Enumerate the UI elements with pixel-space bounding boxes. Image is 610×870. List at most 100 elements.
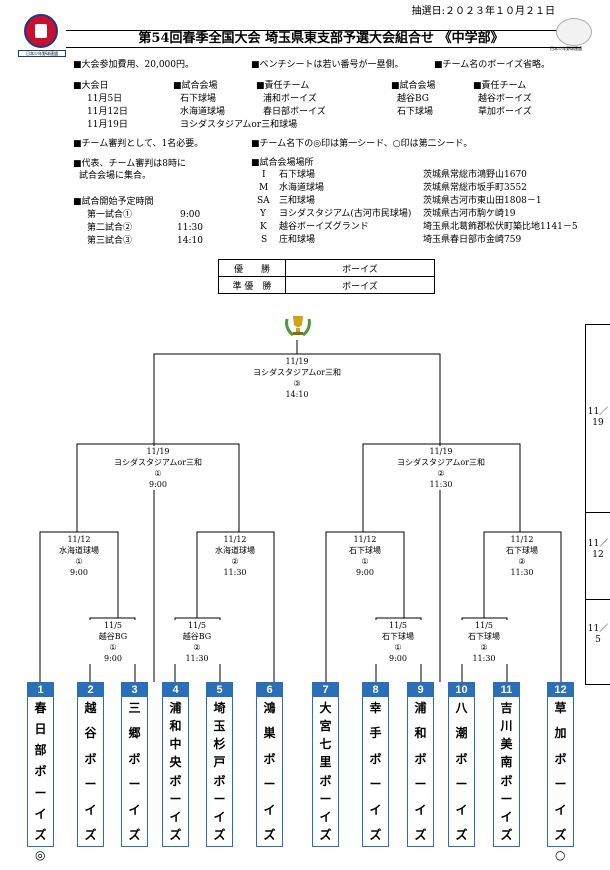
schedule-resp-header: ■責任チーム <box>256 81 310 91</box>
team-name-char: ボ <box>319 773 332 788</box>
match-venue: 越谷BG <box>98 632 128 641</box>
side-date-text: 11／5 <box>587 624 609 645</box>
team-name-char: イ <box>169 809 182 824</box>
schedule-venue: 石下球場 <box>180 94 217 104</box>
team-name-char: ー <box>319 791 332 806</box>
team-name: 幸手ボーイズ <box>363 697 388 842</box>
venue-name: 水海道球場 <box>279 183 325 193</box>
first-round-match-info: 11/5 越谷BG ② 11:30 <box>170 620 224 664</box>
team-name-char: 加 <box>554 726 567 741</box>
schedule-venue2: 石下球場 <box>397 107 434 117</box>
team-name-char: 里 <box>319 755 332 770</box>
match-number: ① <box>75 557 83 566</box>
match-number: ② <box>480 643 488 652</box>
time-label: 第二試合② <box>87 223 133 233</box>
venue-name: ヨシダスタジアム(古河市民球場) <box>279 209 412 219</box>
match-venue: 石下球場 <box>506 546 538 555</box>
match-number: ① <box>154 469 162 478</box>
ball-caption: 日本少年野球連盟 <box>550 46 582 51</box>
team-name-char: 鴻 <box>263 701 276 715</box>
team-name-char: 大 <box>319 701 332 715</box>
match-venue: ヨシダスタジアムor三和 <box>113 458 203 467</box>
team-name-char: 巣 <box>263 726 276 741</box>
venue-code: K <box>260 222 267 232</box>
team-name-char: ボ <box>455 751 468 766</box>
note-umpire: ■チーム審判として、1名必要。 <box>73 139 204 149</box>
team-name-char: イ <box>500 809 513 824</box>
team-name: 三郷ボーイズ <box>122 697 147 842</box>
side-date-text: 11／12 <box>587 539 609 560</box>
team-name-char: 三 <box>128 701 141 715</box>
league-logo-icon <box>24 14 58 48</box>
first-round-match-info: 11/5 石下球場 ① 9:00 <box>371 620 425 664</box>
team-name-char: ー <box>263 777 276 792</box>
first-round-match-info: 11/5 石下球場 ② 11:30 <box>457 620 511 664</box>
match-time: 11:30 <box>429 480 453 489</box>
team-name-char: 玉 <box>213 719 226 734</box>
match-date: 11/5 <box>104 621 122 630</box>
team-name-char: イ <box>213 809 226 824</box>
team-name-char: ボ <box>84 751 97 766</box>
team-name-char: 美 <box>500 737 513 752</box>
team-name-char: 郷 <box>128 726 141 741</box>
side-date-quarter: 11／12 <box>585 512 610 600</box>
match-number: ② <box>231 557 239 566</box>
note-seed: ■チーム名下の◎印は第一シード、○印は第二シード。 <box>251 139 473 149</box>
match-time: 14:10 <box>285 390 309 399</box>
team-name-char: イ <box>319 809 332 824</box>
team-name-char: ー <box>169 791 182 806</box>
team-name: 鴻巣ボーイズ <box>257 697 282 842</box>
match-venue: 越谷BG <box>182 632 212 641</box>
match-number: ② <box>518 557 526 566</box>
times-header: ■試合開始予定時間 <box>73 197 154 207</box>
match-number: ② <box>437 469 445 478</box>
semi-match-info: 11/19 ヨシダスタジアムor三和 ② 11:30 <box>371 446 511 490</box>
team-number: 12 <box>548 683 573 697</box>
schedule-date-header: ■大会日 <box>73 81 109 91</box>
team-name-char: 戸 <box>213 755 226 770</box>
team-name-char: ズ <box>500 827 513 842</box>
results-table: 優 勝 ボーイズ 準 優 勝 ボーイズ <box>218 259 435 294</box>
match-date: 11/12 <box>353 535 377 544</box>
team-name-char: ズ <box>414 827 427 842</box>
match-venue: 石下球場 <box>382 632 414 641</box>
schedule-date: 11月19日 <box>87 120 128 130</box>
venue-code: M <box>259 183 269 193</box>
team-name-char: ボ <box>369 751 382 766</box>
schedule-venue: ヨシダスタジアムor三和球場 <box>180 120 298 130</box>
team-number: 6 <box>257 683 282 697</box>
team-name-char: ボ <box>128 751 141 766</box>
team-name-char: イ <box>414 802 427 817</box>
note-meeting: ■代表、チーム審判は8時に <box>73 159 186 169</box>
team-name-char: ー <box>213 791 226 806</box>
schedule-resp: 浦和ボーイズ <box>263 94 317 104</box>
team-name-char: ズ <box>84 827 97 842</box>
note-bench: ■ベンチシートは若い番号が一塁側。 <box>251 60 404 70</box>
team-name: 埼玉杉戸ボーイズ <box>207 697 232 842</box>
match-number: ① <box>361 557 369 566</box>
semi-match-info: 11/19 ヨシダスタジアムor三和 ① 9:00 <box>88 446 228 490</box>
team-name-char: ー <box>500 791 513 806</box>
team-name-char: ズ <box>263 827 276 842</box>
schedule-resp2-header: ■責任チーム <box>473 81 527 91</box>
time-value: 14:10 <box>177 236 203 246</box>
team-name: 大宮七里ボーイズ <box>313 697 338 842</box>
match-time: 9:00 <box>356 568 374 577</box>
match-date: 11/12 <box>510 535 534 544</box>
match-number: ① <box>109 643 117 652</box>
team-number: 1 <box>28 683 53 697</box>
match-venue: 石下球場 <box>468 632 500 641</box>
team-name: 草加ボーイズ <box>548 697 573 842</box>
venue-name: 石下球場 <box>279 170 316 180</box>
team-name: 浦和中央ボーイズ <box>163 697 188 842</box>
trophy-icon <box>284 313 312 339</box>
team-name-char: 春 <box>34 701 47 715</box>
team-name-char: イ <box>455 802 468 817</box>
match-number: ② <box>193 643 201 652</box>
